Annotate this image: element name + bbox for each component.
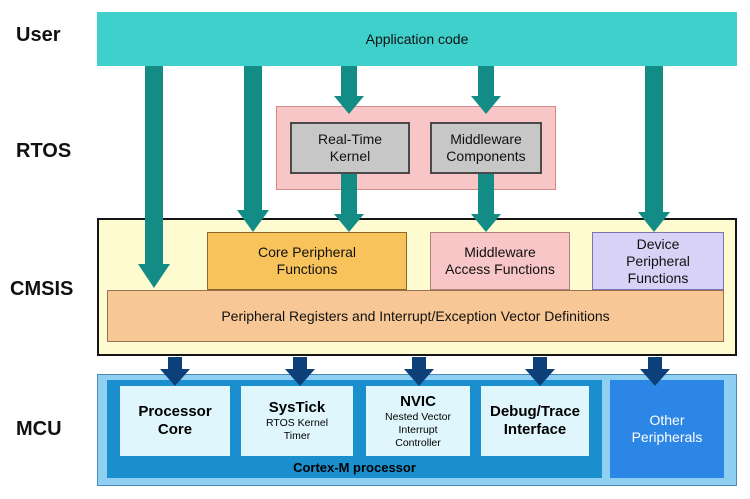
device-peripheral-line-3: Functions	[627, 269, 689, 286]
systick-box: SysTick RTOS Kernel Timer	[241, 386, 353, 456]
core-peripheral-line-2: Functions	[276, 261, 338, 277]
middleware-components-box: Middleware Components	[430, 122, 542, 174]
other-peripherals-box: Other Peripherals	[610, 380, 724, 478]
middleware-access-line-2: Access Functions	[445, 261, 555, 277]
cortex-m-label: Cortex-M processor	[107, 459, 602, 476]
middleware-line-2: Components	[446, 148, 526, 164]
kernel-line-1: Real-Time	[317, 131, 383, 147]
cortex-m-label-text: Cortex-M processor	[293, 460, 416, 475]
nvic-title: NVIC	[400, 392, 436, 410]
debug-trace-line-2: Interface	[503, 421, 567, 438]
device-peripheral-line-1: Device	[636, 235, 680, 252]
nvic-sub-1: Nested Vector	[385, 410, 451, 423]
real-time-kernel-box: Real-Time Kernel	[290, 122, 410, 174]
device-peripheral-line-2: Peripheral	[626, 252, 690, 269]
core-peripheral-line-1: Core Peripheral	[257, 244, 357, 260]
other-peripherals-line-1: Other	[649, 412, 685, 428]
systick-sub-1: RTOS Kernel	[265, 417, 329, 429]
application-code-label: Application code	[365, 30, 469, 47]
application-code-bar: Application code	[97, 12, 737, 66]
middleware-line-1: Middleware	[450, 131, 522, 147]
peripheral-registers-box: Peripheral Registers and Interrupt/Excep…	[107, 290, 724, 342]
middleware-access-functions-box: Middleware Access Functions	[430, 232, 570, 290]
layer-label-rtos: RTOS	[16, 140, 72, 162]
layer-label-mcu: MCU	[16, 418, 62, 440]
processor-core-line-2: Core	[157, 421, 193, 438]
other-peripherals-line-2: Peripherals	[631, 429, 703, 445]
middleware-access-line-1: Middleware	[464, 244, 536, 260]
peripheral-registers-label: Peripheral Registers and Interrupt/Excep…	[221, 307, 610, 324]
core-peripheral-functions-box: Core Peripheral Functions	[207, 232, 407, 290]
kernel-line-2: Kernel	[329, 148, 371, 164]
nvic-sub-2: Interrupt	[398, 423, 438, 436]
processor-core-line-1: Processor	[138, 403, 212, 420]
device-peripheral-functions-box: Device Peripheral Functions	[592, 232, 724, 290]
systick-sub-2: Timer	[283, 430, 311, 442]
processor-core-box: Processor Core	[120, 386, 230, 456]
arrow-app-to-core-peripheral	[237, 66, 269, 232]
debug-trace-line-1: Debug/Trace	[489, 403, 581, 420]
layer-label-user: User	[16, 24, 61, 46]
layer-label-cmsis: CMSIS	[10, 278, 74, 300]
arrow-app-to-device-peripheral	[638, 66, 670, 232]
debug-trace-box: Debug/Trace Interface	[481, 386, 589, 456]
systick-title: SysTick	[268, 399, 326, 416]
nvic-sub-3: Controller	[395, 436, 441, 449]
nvic-box: NVIC Nested Vector Interrupt Controller	[366, 386, 470, 456]
